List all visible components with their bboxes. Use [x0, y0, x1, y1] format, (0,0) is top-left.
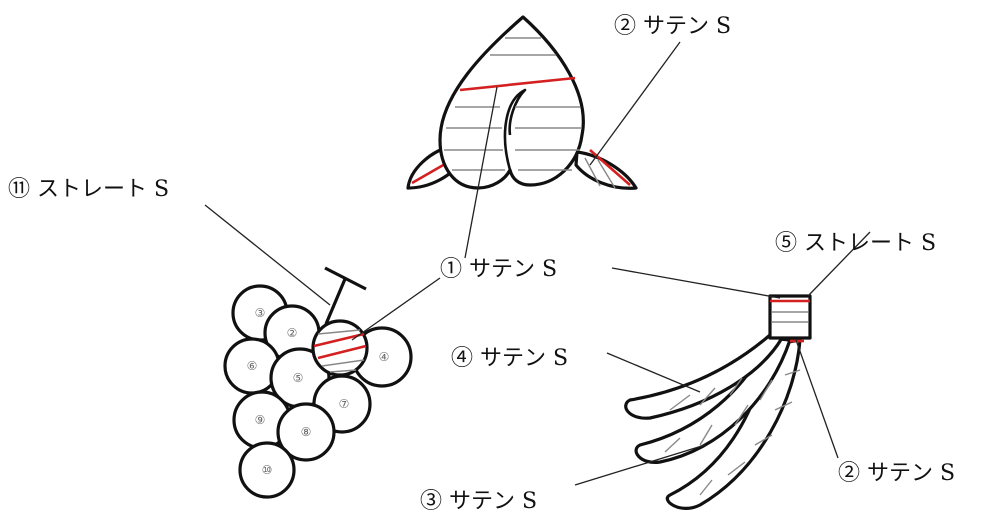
grape-number: ④ [379, 350, 390, 364]
leader-banana-upper [607, 353, 700, 392]
label-center: ① サテン S [440, 257, 557, 282]
grape-number: ⑨ [255, 413, 266, 427]
grape-number: ⑩ [262, 463, 273, 477]
grape-number: ② [287, 326, 298, 340]
peach-illustration [408, 17, 636, 188]
leader-center-banana [612, 268, 780, 298]
grape-illustration: ③ ② ④ ⑥ ⑤ ⑦ ⑨ ⑧ ⑩ [225, 268, 411, 497]
label-peach-leaf: ② サテン S [614, 14, 731, 39]
leader-peach-leaf [590, 42, 680, 165]
grape-number: ⑥ [247, 359, 258, 373]
grape-number: ⑤ [293, 371, 304, 385]
grape-number: ⑦ [339, 397, 350, 411]
grape-number: ③ [255, 306, 266, 320]
label-banana-right: ② サテン S [838, 461, 955, 486]
label-banana-lower: ③ サテン S [420, 489, 537, 514]
grape-number: ⑧ [301, 425, 312, 439]
banana-illustration [626, 296, 810, 508]
label-banana-top: ⑤ ストレート S [775, 231, 936, 256]
label-grape-stem: ⑪ ストレート S [8, 177, 169, 202]
label-banana-upper: ④ サテン S [451, 346, 568, 371]
leader-banana-right [796, 340, 838, 458]
